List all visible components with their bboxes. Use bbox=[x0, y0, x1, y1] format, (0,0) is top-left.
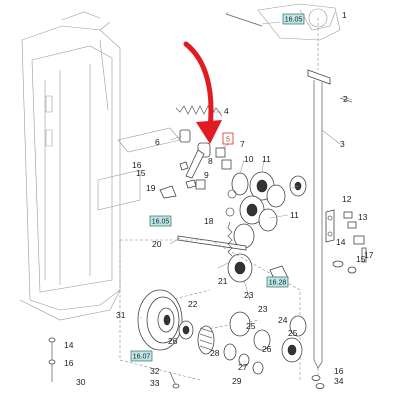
callout-12: 12 bbox=[342, 194, 352, 204]
callout-3: 3 bbox=[340, 139, 345, 149]
callout-15-left: 15 bbox=[136, 168, 146, 178]
callout-34: 34 bbox=[334, 376, 344, 386]
svg-text:16.05: 16.05 bbox=[285, 17, 303, 24]
tension-spring bbox=[175, 105, 223, 117]
pulley-assembly bbox=[137, 289, 307, 375]
reference-box-16-05-mid: 16.05 bbox=[149, 215, 172, 227]
callout-numbers: 1 2 3 4 7 6 8 9 10 11 11 12 13 14 14 15 … bbox=[64, 10, 374, 388]
machine-frame bbox=[19, 11, 181, 321]
callout-25-left: 25 bbox=[246, 321, 256, 331]
callout-1: 1 bbox=[342, 10, 347, 20]
callout-10: 10 bbox=[244, 154, 254, 164]
callout-27: 27 bbox=[238, 362, 248, 372]
callout-30: 30 bbox=[76, 377, 86, 387]
callout-22: 22 bbox=[188, 299, 198, 309]
callout-16-lower-right: 16 bbox=[334, 366, 344, 376]
callout-20: 20 bbox=[152, 239, 162, 249]
reference-box-16-05-top: 16.05 bbox=[282, 13, 305, 25]
callout-21: 21 bbox=[218, 276, 228, 286]
callout-26-right: 26 bbox=[262, 344, 272, 354]
callout-23-top: 23 bbox=[244, 290, 254, 300]
callout-32: 32 bbox=[150, 366, 160, 376]
callout-16-left: 16 bbox=[132, 160, 142, 170]
svg-text:16.28: 16.28 bbox=[269, 280, 287, 287]
callout-19: 19 bbox=[146, 183, 156, 193]
highlight-box-label: 5 bbox=[226, 137, 230, 144]
callout-33: 33 bbox=[150, 378, 160, 388]
shaft-and-spring bbox=[177, 221, 289, 285]
callout-25-right: 25 bbox=[288, 328, 298, 338]
svg-text:16.07: 16.07 bbox=[133, 354, 151, 361]
highlight-box-part-5: 5 bbox=[222, 132, 234, 145]
callout-11-mid: 11 bbox=[290, 210, 299, 220]
fasteners bbox=[48, 13, 353, 389]
callout-2: 2 bbox=[343, 94, 348, 104]
callout-18: 18 bbox=[204, 216, 214, 226]
callout-8: 8 bbox=[208, 156, 213, 166]
callout-17: 17 bbox=[364, 250, 374, 260]
callout-29: 29 bbox=[232, 376, 242, 386]
lever-assembly bbox=[159, 129, 232, 199]
callout-26-left: 26 bbox=[168, 336, 178, 346]
callout-28: 28 bbox=[210, 348, 220, 358]
sprocket-stack bbox=[225, 171, 307, 249]
callout-31: 31 bbox=[116, 310, 126, 320]
callout-23-mid: 23 bbox=[258, 304, 268, 314]
callout-7: 7 bbox=[240, 139, 245, 149]
callout-11-top: 11 bbox=[262, 154, 271, 164]
callout-6: 6 bbox=[155, 137, 160, 147]
right-bracket bbox=[325, 209, 367, 274]
callout-14-right: 14 bbox=[336, 237, 346, 247]
callout-13: 13 bbox=[358, 212, 368, 222]
callout-15-right: 15 bbox=[356, 254, 366, 264]
callout-4: 4 bbox=[224, 106, 229, 116]
svg-text:16.05: 16.05 bbox=[152, 219, 170, 226]
reference-box-16-28: 16.28 bbox=[266, 276, 289, 288]
callout-9: 9 bbox=[204, 170, 209, 180]
red-arrow bbox=[183, 41, 222, 144]
callout-24: 24 bbox=[278, 315, 288, 325]
reference-box-16-07: 16.07 bbox=[130, 350, 153, 362]
leader-lines bbox=[140, 21, 353, 319]
callout-14-left: 14 bbox=[64, 340, 74, 350]
callout-16-lower-left: 16 bbox=[64, 358, 74, 368]
vertical-rod bbox=[307, 18, 331, 376]
